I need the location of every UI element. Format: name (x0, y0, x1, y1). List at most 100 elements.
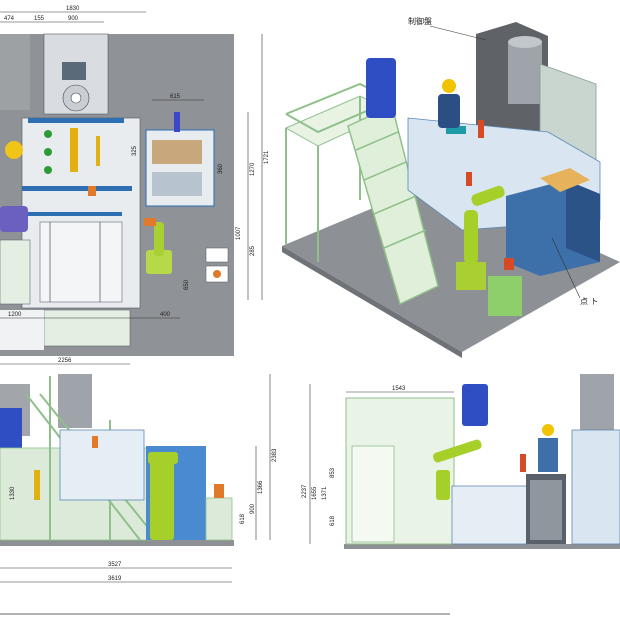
iso-stair-step-1 (355, 131, 399, 151)
dim-650: 650 (184, 279, 190, 290)
iso-orange-small (504, 258, 514, 270)
front-orange-small (214, 484, 224, 498)
iso-floor-edge (282, 246, 462, 358)
callout-line-top (429, 25, 487, 41)
dim-2256: 2256 (58, 358, 72, 364)
orange-block (88, 186, 96, 196)
iso-green-box (488, 276, 522, 316)
bottom-left-panel (0, 310, 44, 350)
side-machine-body (451, 485, 529, 545)
dim-900-front: 900 (250, 503, 256, 514)
front-floor (0, 540, 234, 546)
side-view: 1543 2237 1655 1371 853 618 (302, 374, 620, 549)
dim-1007: 1007 (236, 226, 242, 240)
iso-orange-part-1 (478, 120, 484, 138)
dim-474: 474 (4, 16, 15, 22)
iso-operator-head (442, 79, 456, 93)
dim-1330: 1330 (10, 486, 16, 500)
dim-615: 615 (170, 94, 181, 100)
side-stair-grid (351, 445, 395, 543)
dim-1721: 1721 (264, 150, 270, 164)
dim-900: 900 (68, 16, 79, 22)
iso-orange-part-2 (466, 172, 472, 186)
dim-2237: 2237 (302, 484, 308, 498)
dim-1371: 1371 (322, 486, 328, 500)
iso-stair-step-3 (373, 195, 417, 215)
dim-1366: 1366 (258, 480, 264, 494)
green-roller-2 (44, 148, 52, 156)
front-tank (58, 374, 92, 428)
gray-side-block (0, 34, 30, 110)
dim-1200: 1200 (8, 312, 22, 318)
side-right-frame (571, 429, 620, 545)
iso-floor (282, 180, 620, 352)
side-orange-part (520, 454, 526, 472)
iso-teal-part (446, 126, 466, 134)
side-operator-head (542, 424, 554, 436)
left-purple-unit (0, 206, 28, 232)
dim-853: 853 (330, 467, 336, 478)
green-roller-1 (44, 130, 52, 138)
front-right-box (205, 497, 233, 541)
rack-blue-bar (174, 112, 180, 132)
iso-robot-base (456, 262, 486, 290)
iso-tank (508, 42, 542, 104)
rack-tray-lower (152, 172, 202, 196)
callout-control-panel: 制御盤 (408, 16, 432, 26)
front-robot-head (148, 452, 178, 464)
dim-3619: 3619 (108, 576, 122, 582)
iso-rack-trays (540, 168, 590, 192)
frame-rail-top (28, 118, 124, 123)
top-unit-window (62, 62, 86, 80)
small-box-1 (205, 247, 229, 263)
robot-base-top (146, 250, 172, 274)
dim-3527: 3527 (108, 562, 122, 568)
left-yellow-unit (5, 141, 23, 159)
dim-1655: 1655 (312, 486, 318, 500)
iso-robot-upper (471, 185, 505, 206)
top-view: 1830 474 155 900 615 325 360 1270 1721 1… (0, 6, 270, 365)
dim-1543: 1543 (392, 386, 406, 392)
frame-rail-mid (22, 186, 132, 191)
iso-stair-step-4 (383, 229, 427, 249)
dim-2383: 2383 (272, 448, 278, 462)
rotary-table-hub (70, 92, 82, 104)
dim-155: 155 (34, 16, 45, 22)
rack-tray-upper (152, 140, 202, 164)
front-robot (150, 452, 174, 540)
dim-325: 325 (132, 145, 138, 156)
dim-1830: 1830 (66, 6, 80, 12)
green-roller-3 (44, 166, 52, 174)
iso-rack-side (566, 180, 600, 262)
robot-gripper (144, 218, 156, 226)
side-robot-arm (433, 439, 482, 463)
side-operator-body (538, 438, 558, 472)
front-view: 2383 1366 900 618 1330 3527 3619 (0, 374, 278, 583)
iso-operator-body (438, 94, 460, 128)
callout-line-side (551, 237, 581, 299)
dim-618-side: 618 (330, 515, 336, 526)
front-blue-cabinet-left (0, 408, 22, 448)
small-box-2-dot (213, 270, 221, 278)
side-blue-column (462, 384, 488, 426)
robot-arm-top (154, 222, 164, 256)
dim-618-front: 618 (240, 513, 246, 524)
dim-285: 285 (250, 245, 256, 256)
frame-rail-low (26, 212, 122, 216)
iso-tank-top (508, 36, 542, 48)
dim-400: 400 (160, 312, 171, 318)
dim-360: 360 (218, 163, 224, 174)
left-green-box (0, 239, 31, 305)
side-floor (344, 544, 620, 549)
side-rack-inner (530, 480, 562, 540)
yellow-actuator-1 (70, 128, 78, 172)
iso-blue-column (366, 58, 396, 118)
yellow-actuator-2 (96, 136, 100, 166)
side-tank (580, 374, 614, 430)
iso-stair-step-2 (363, 161, 407, 181)
front-orange-part (92, 436, 98, 448)
front-yellow-part (34, 470, 40, 500)
iso-robot-arm (464, 210, 478, 264)
lower-conveyor (39, 221, 123, 303)
